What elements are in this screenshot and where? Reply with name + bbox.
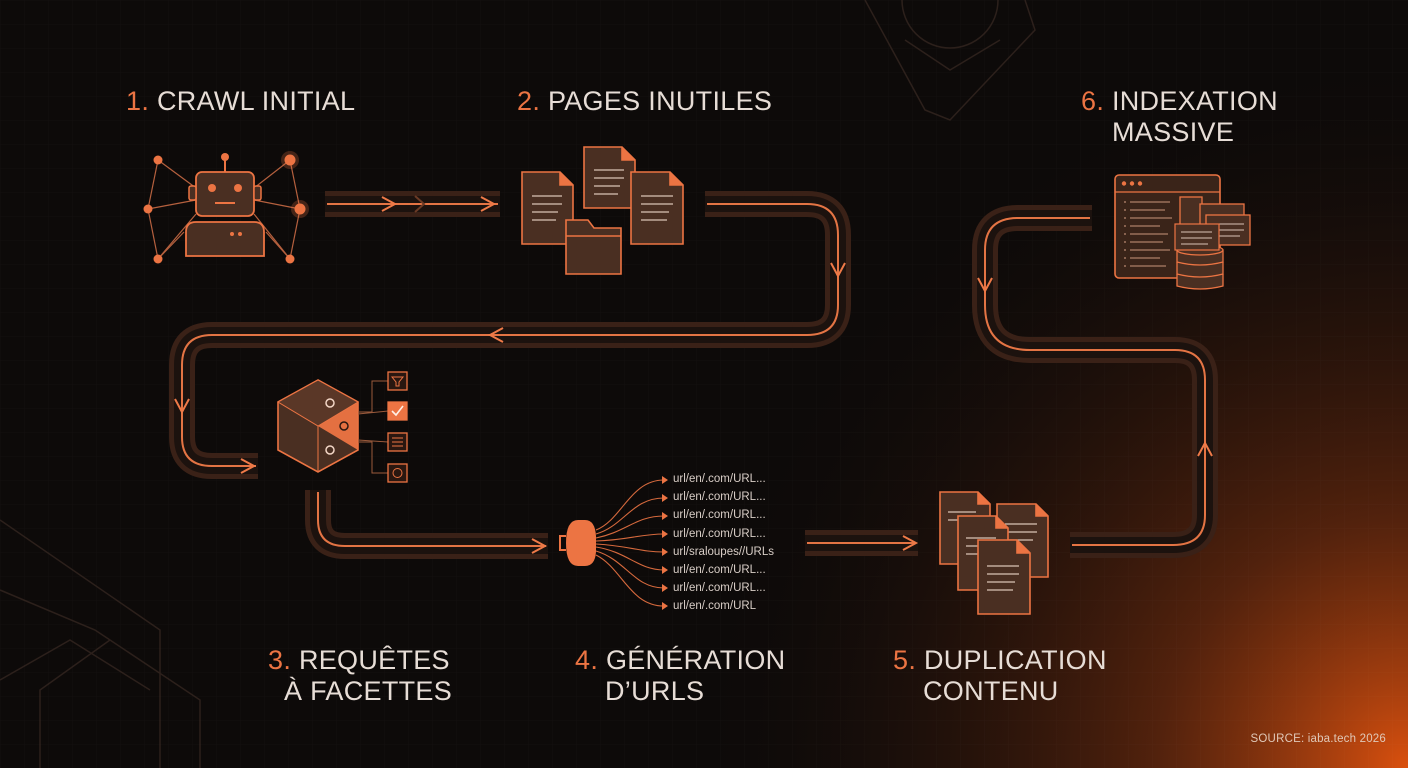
facet-option-circle bbox=[387, 463, 408, 483]
step-number: 4. bbox=[575, 645, 599, 675]
step-label: REQUÊTES bbox=[298, 645, 450, 675]
source-credit: SOURCE: iaba.tech 2026 bbox=[1250, 733, 1386, 745]
step-number: 2. bbox=[517, 86, 541, 116]
url-item: url/en/.com/URL bbox=[673, 600, 757, 613]
facet-cube-icon bbox=[276, 371, 408, 483]
facet-option-checked bbox=[387, 401, 408, 421]
robot-icon bbox=[143, 151, 309, 264]
url-item: url/en/.com/URL... bbox=[673, 563, 766, 576]
document-right bbox=[630, 171, 684, 245]
step-label-line-2: CONTENU bbox=[923, 676, 1059, 706]
step-number: 3. bbox=[268, 645, 292, 675]
url-item: url/en/.com/URL... bbox=[673, 527, 766, 540]
document-left bbox=[521, 171, 574, 245]
facet-option-filter bbox=[387, 371, 408, 391]
url-item: url/en/.com/URL... bbox=[673, 582, 766, 595]
step-label: CRAWL INITIAL bbox=[156, 86, 356, 116]
url-item: url/en/.com/URL... bbox=[673, 491, 766, 504]
step-label-line-2: MASSIVE bbox=[1112, 117, 1235, 147]
url-item: url/en/.com/URL... bbox=[673, 509, 766, 522]
step-label: INDEXATION bbox=[1111, 86, 1278, 116]
step-1-title: 1. CRAWL INITIAL bbox=[126, 86, 355, 117]
url-fan-icon bbox=[559, 476, 668, 610]
generated-url-list: url/en/.com/URL... url/en/.com/URL... ur… bbox=[673, 470, 774, 616]
document-back bbox=[583, 146, 636, 209]
step-number: 5. bbox=[893, 645, 917, 675]
step-label-line-2: À FACETTES bbox=[284, 676, 453, 706]
step-label: GÉNÉRATION bbox=[605, 645, 786, 675]
url-item: url/en/.com/URL... bbox=[673, 473, 766, 485]
tube-3-4 bbox=[305, 490, 548, 559]
duplicate-documents-icon bbox=[939, 491, 1049, 615]
step-label-line-2: D’URLS bbox=[605, 676, 705, 706]
folder bbox=[565, 219, 622, 275]
facet-option-list bbox=[387, 432, 408, 452]
step-number: 6. bbox=[1081, 86, 1105, 116]
step-label: PAGES INUTILES bbox=[547, 86, 773, 116]
index-database-icon bbox=[1114, 174, 1251, 290]
step-label: DUPLICATION bbox=[923, 645, 1107, 675]
step-2-title: 2. PAGES INUTILES bbox=[517, 86, 772, 117]
decorative-lines bbox=[0, 0, 1036, 768]
flow-arrows bbox=[174, 195, 1213, 554]
step-number: 1. bbox=[126, 86, 150, 116]
url-item: url/sraloupes//URLs bbox=[673, 545, 774, 558]
documents-folder-icon bbox=[521, 146, 684, 275]
